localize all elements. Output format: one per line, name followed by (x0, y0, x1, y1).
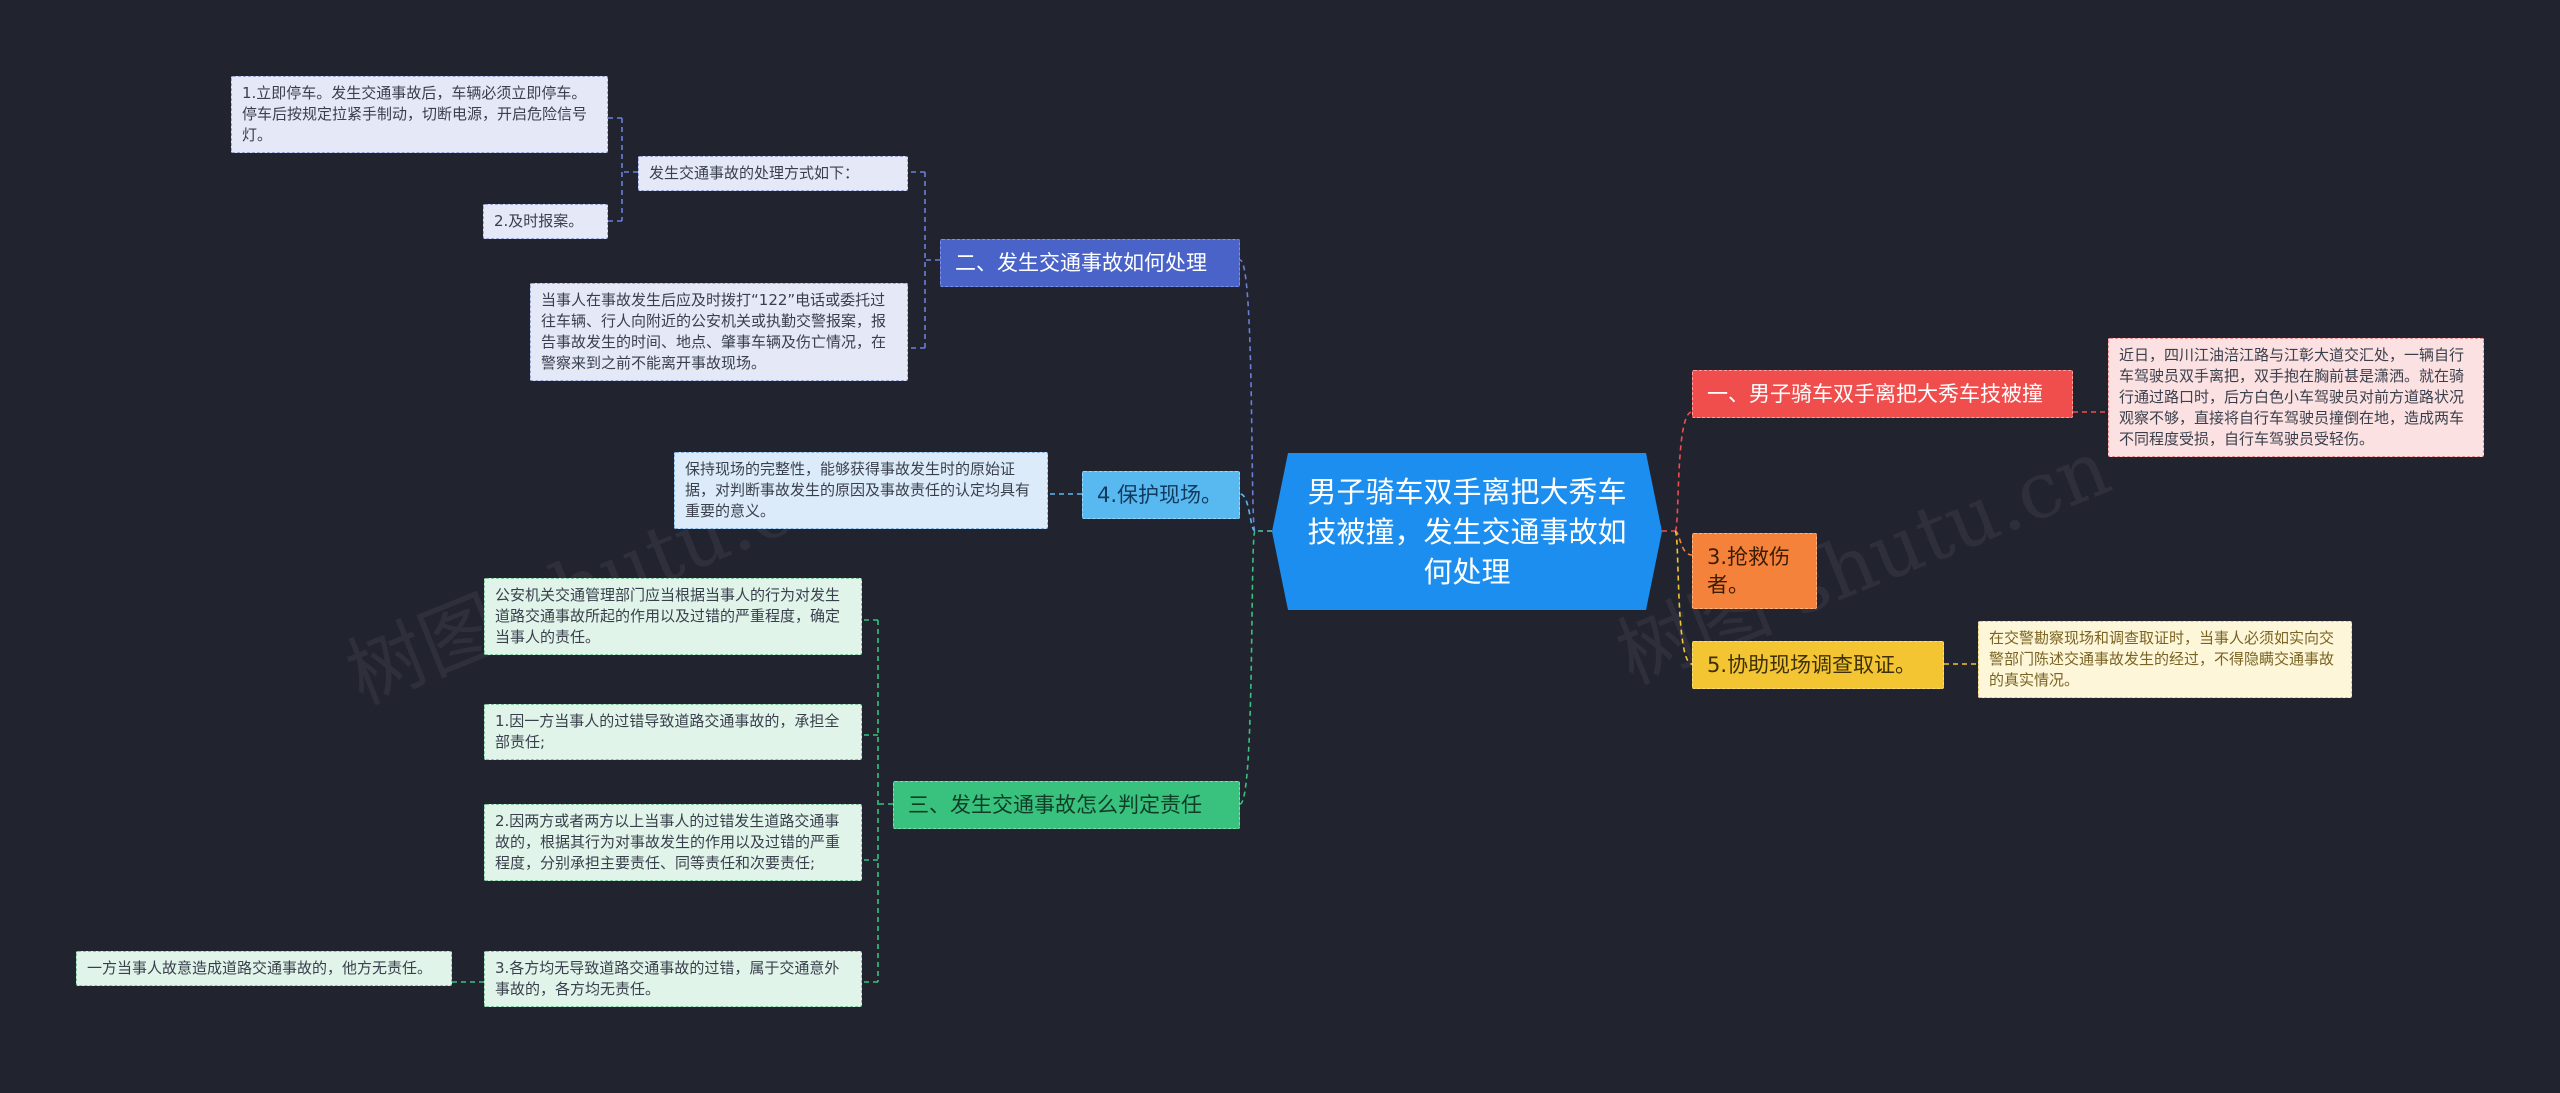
branch-news[interactable]: 一、男子骑车双手离把大秀车技被撞 (1692, 370, 2073, 418)
news-detail[interactable]: 近日，四川江油涪江路与江彰大道交汇处，一辆自行车驾驶员双手离把，双手抱在胸前甚是… (2108, 338, 2484, 457)
branch-protect-scene[interactable]: 4.保护现场。 (1082, 471, 1240, 519)
evidence-detail[interactable]: 在交警勘察现场和调查取证时，当事人必须如实向交警部门陈述交通事故发生的经过，不得… (1978, 621, 2352, 698)
branch-handling[interactable]: 二、发生交通事故如何处理 (940, 239, 1240, 287)
liability-intent-note[interactable]: 一方当事人故意造成道路交通事故的，他方无责任。 (76, 951, 452, 986)
branch-liability[interactable]: 三、发生交通事故怎么判定责任 (893, 781, 1240, 829)
liability-item-shared[interactable]: 2.因两方或者两方以上当事人的过错发生道路交通事故的，根据其行为对事故发生的作用… (484, 804, 862, 881)
central-topic[interactable]: 男子骑车双手离把大秀车技被撞，发生交通事故如何处理 (1272, 453, 1662, 610)
handling-step-report[interactable]: 2.及时报案。 (483, 204, 608, 239)
handling-step-stop[interactable]: 1.立即停车。发生交通事故后，车辆必须立即停车。停车后按规定拉紧手制动，切断电源… (231, 76, 608, 153)
branch-evidence[interactable]: 5.协助现场调查取证。 (1692, 641, 1944, 689)
handling-report-detail[interactable]: 当事人在事故发生后应及时拨打“122”电话或委托过往车辆、行人向附近的公安机关或… (530, 283, 908, 381)
branch-rescue[interactable]: 3.抢救伤者。 (1692, 533, 1817, 609)
liability-intro[interactable]: 公安机关交通管理部门应当根据当事人的行为对发生道路交通事故所起的作用以及过错的严… (484, 578, 862, 655)
liability-item-full[interactable]: 1.因一方当事人的过错导致道路交通事故的，承担全部责任; (484, 704, 862, 760)
liability-item-none[interactable]: 3.各方均无导致道路交通事故的过错，属于交通意外事故的，各方均无责任。 (484, 951, 862, 1007)
protect-scene-detail[interactable]: 保持现场的完整性，能够获得事故发生时的原始证据，对判断事故发生的原因及事故责任的… (674, 452, 1048, 529)
handling-methods-node[interactable]: 发生交通事故的处理方式如下： (638, 156, 908, 191)
